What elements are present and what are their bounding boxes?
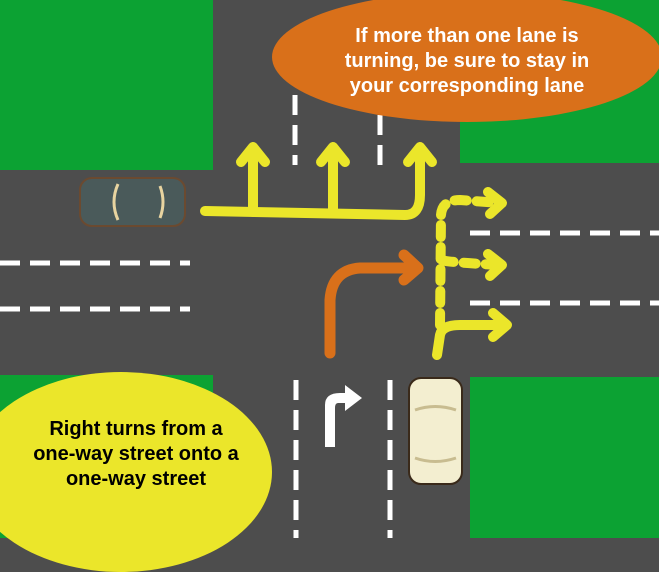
top-callout-text: If more than one lane is turning, be sur… [344,24,590,97]
grass-top-left [0,0,213,170]
right-turn-lane-arrow-icon [325,385,362,447]
lane-markings [0,65,659,538]
grass-bottom-right [470,377,659,538]
orange-turn-arrow [324,249,424,359]
car-white [408,377,463,485]
top-callout: If more than one lane is turning, be sur… [272,0,659,122]
car-dark [79,177,186,227]
yellow-turn-arrows [200,142,512,360]
bottom-callout-text: Right turns from a one-way street onto a… [33,417,239,490]
